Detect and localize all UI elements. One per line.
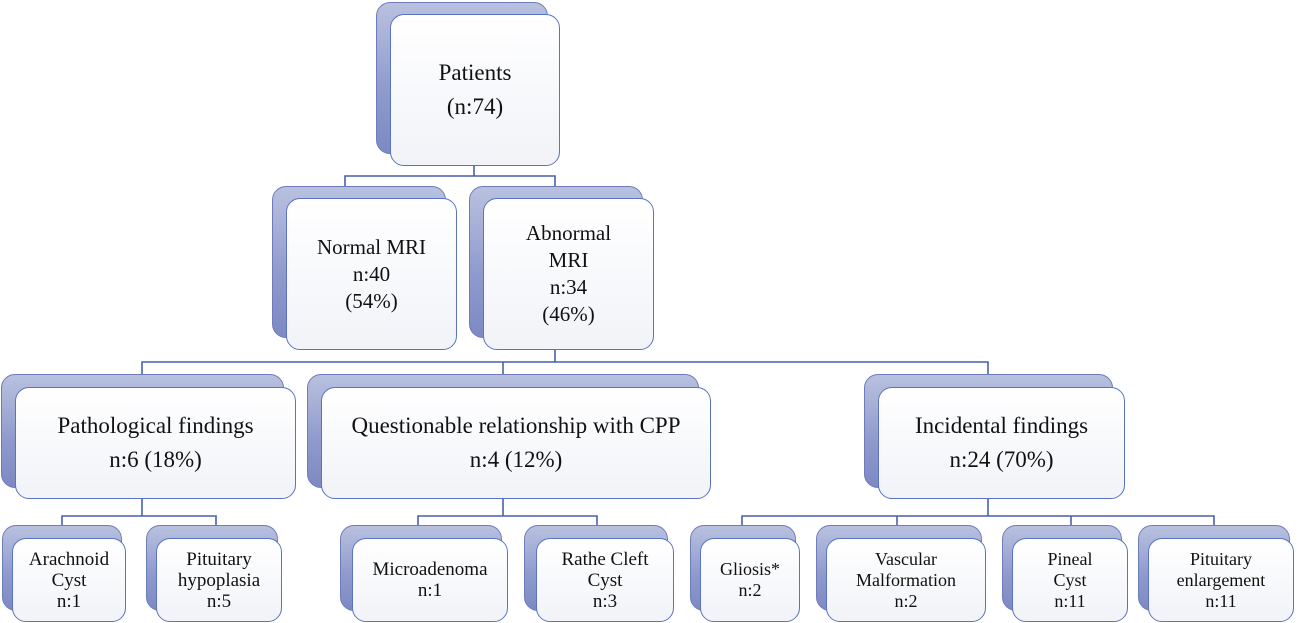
node-pineal-cyst-card: Pineal Cyst n:11 <box>1012 538 1128 622</box>
node-gliosis-card: Gliosis* n:2 <box>700 538 800 622</box>
node-pineal-cyst-label-1: Pineal <box>1047 548 1093 569</box>
node-abnormal-mri-label-1: Abnormal <box>525 221 612 245</box>
node-vascular-malformation-label-1: Vascular <box>875 548 937 569</box>
node-pituitary-hypoplasia-label-2: hypoplasia <box>177 569 261 591</box>
node-microadenoma-count: n:1 <box>417 580 443 601</box>
node-normal-mri-label: Normal MRI <box>316 234 427 259</box>
node-questionable-relationship-label: Questionable relationship with CPP <box>351 413 681 438</box>
node-vascular-malformation-card: Vascular Malformation n:2 <box>826 538 986 622</box>
node-pathological-findings-card: Pathological findings n:6 (18%) <box>15 387 296 499</box>
node-patients-count: (n:74) <box>446 94 504 119</box>
node-incidental-findings-count: n:24 (70%) <box>949 447 1054 472</box>
node-pituitary-hypoplasia-label-1: Pituitary <box>186 548 252 570</box>
node-patients-card: Patients (n:74) <box>390 14 560 166</box>
node-arachnoid-cyst-label-1: Arachnoid <box>28 548 110 570</box>
node-incidental-findings-label: Incidental findings <box>914 413 1089 438</box>
node-pineal-cyst-label-2: Cyst <box>1053 569 1087 590</box>
node-arachnoid-cyst-count: n:1 <box>56 590 82 612</box>
node-pituitary-enlargement-label-2: enlargement <box>1176 569 1266 590</box>
node-pathological-findings-count: n:6 (18%) <box>109 447 202 472</box>
node-pathological-findings-label: Pathological findings <box>57 413 254 438</box>
node-incidental-findings-card: Incidental findings n:24 (70%) <box>878 387 1125 499</box>
connector-incidental <box>741 499 1215 538</box>
node-arachnoid-cyst-card: Arachnoid Cyst n:1 <box>12 538 126 622</box>
node-pituitary-enlargement-label-1: Pituitary <box>1190 548 1252 569</box>
node-rathke-cleft-cyst-label-2: Cyst <box>587 569 623 591</box>
node-abnormal-mri-percent: (46%) <box>542 302 595 326</box>
node-normal-mri-count: n:40 <box>352 261 391 286</box>
node-normal-mri-percent: (54%) <box>345 288 398 313</box>
node-rathke-cleft-cyst-label-1: Rathe Cleft <box>561 548 649 570</box>
node-gliosis-count: n:2 <box>738 580 762 600</box>
node-pituitary-hypoplasia-card: Pituitary hypoplasia n:5 <box>156 538 282 622</box>
node-rathke-cleft-cyst-card: Rathe Cleft Cyst n:3 <box>536 538 674 622</box>
node-pineal-cyst-count: n:11 <box>1054 590 1086 611</box>
node-abnormal-mri-count: n:34 <box>549 275 588 299</box>
node-normal-mri-card: Normal MRI n:40 (54%) <box>286 198 457 350</box>
node-vascular-malformation-count: n:2 <box>894 590 918 611</box>
node-rathke-cleft-cyst-count: n:3 <box>592 590 618 612</box>
node-pituitary-hypoplasia-count: n:5 <box>206 590 232 612</box>
node-abnormal-mri-card: Abnormal MRI n:34 (46%) <box>483 198 654 350</box>
node-pituitary-enlargement-count: n:11 <box>1205 590 1237 611</box>
node-gliosis-label: Gliosis* <box>719 559 780 579</box>
node-microadenoma-label: Microadenoma <box>372 559 488 580</box>
node-questionable-relationship-card: Questionable relationship with CPP n:4 (… <box>321 387 711 499</box>
node-vascular-malformation-label-2: Malformation <box>856 569 956 590</box>
node-microadenoma-card: Microadenoma n:1 <box>352 538 508 622</box>
node-pituitary-enlargement-card: Pituitary enlargement n:11 <box>1148 538 1294 622</box>
node-arachnoid-cyst-label-2: Cyst <box>51 569 87 591</box>
node-patients-label: Patients <box>438 60 512 85</box>
node-questionable-relationship-count: n:4 (12%) <box>469 447 563 472</box>
node-abnormal-mri-label-2: MRI <box>548 248 589 272</box>
